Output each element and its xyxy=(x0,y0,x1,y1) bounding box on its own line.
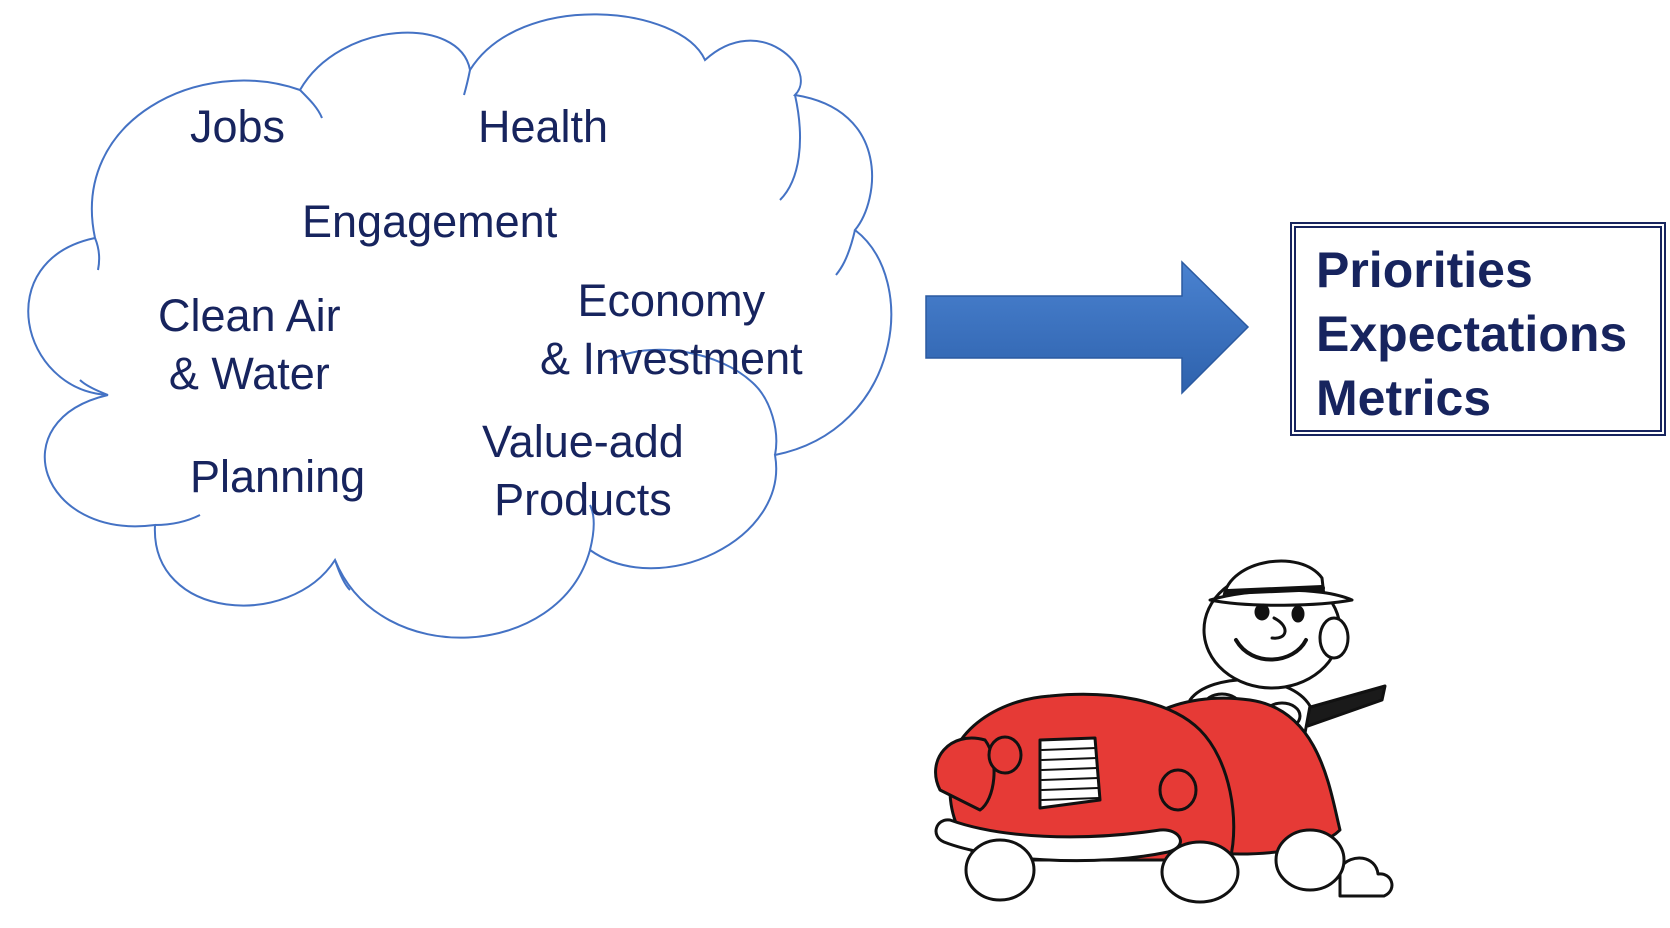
topic-clean-air-water: Clean Air & Water xyxy=(158,287,341,403)
outcome-priorities: Priorities xyxy=(1316,242,1533,298)
topic-economy-investment: Economy & Investment xyxy=(540,272,803,388)
outcome-expectations: Expectations xyxy=(1316,306,1628,362)
topics-cloud-shape xyxy=(27,13,893,639)
right-arrow-icon xyxy=(925,260,1250,395)
topic-health: Health xyxy=(478,101,609,152)
topic-clean-air-line2: & Water xyxy=(168,348,330,399)
topic-economy-line2: & Investment xyxy=(540,333,803,384)
topic-value-add-line2: Products xyxy=(494,474,672,525)
outcomes-box: Priorities Expectations Metrics xyxy=(1290,222,1666,436)
cartoon-driver-car-icon xyxy=(934,559,1394,904)
topic-clean-air-line1: Clean Air xyxy=(158,290,341,341)
topic-engagement: Engagement xyxy=(302,196,558,247)
outcome-metrics: Metrics xyxy=(1316,370,1492,426)
topic-economy-line1: Economy xyxy=(577,275,766,326)
topic-value-add-line1: Value-add xyxy=(482,416,684,467)
topic-value-add-products: Value-add Products xyxy=(482,413,684,529)
topic-jobs: Jobs xyxy=(190,101,286,152)
topic-planning: Planning xyxy=(190,451,366,502)
